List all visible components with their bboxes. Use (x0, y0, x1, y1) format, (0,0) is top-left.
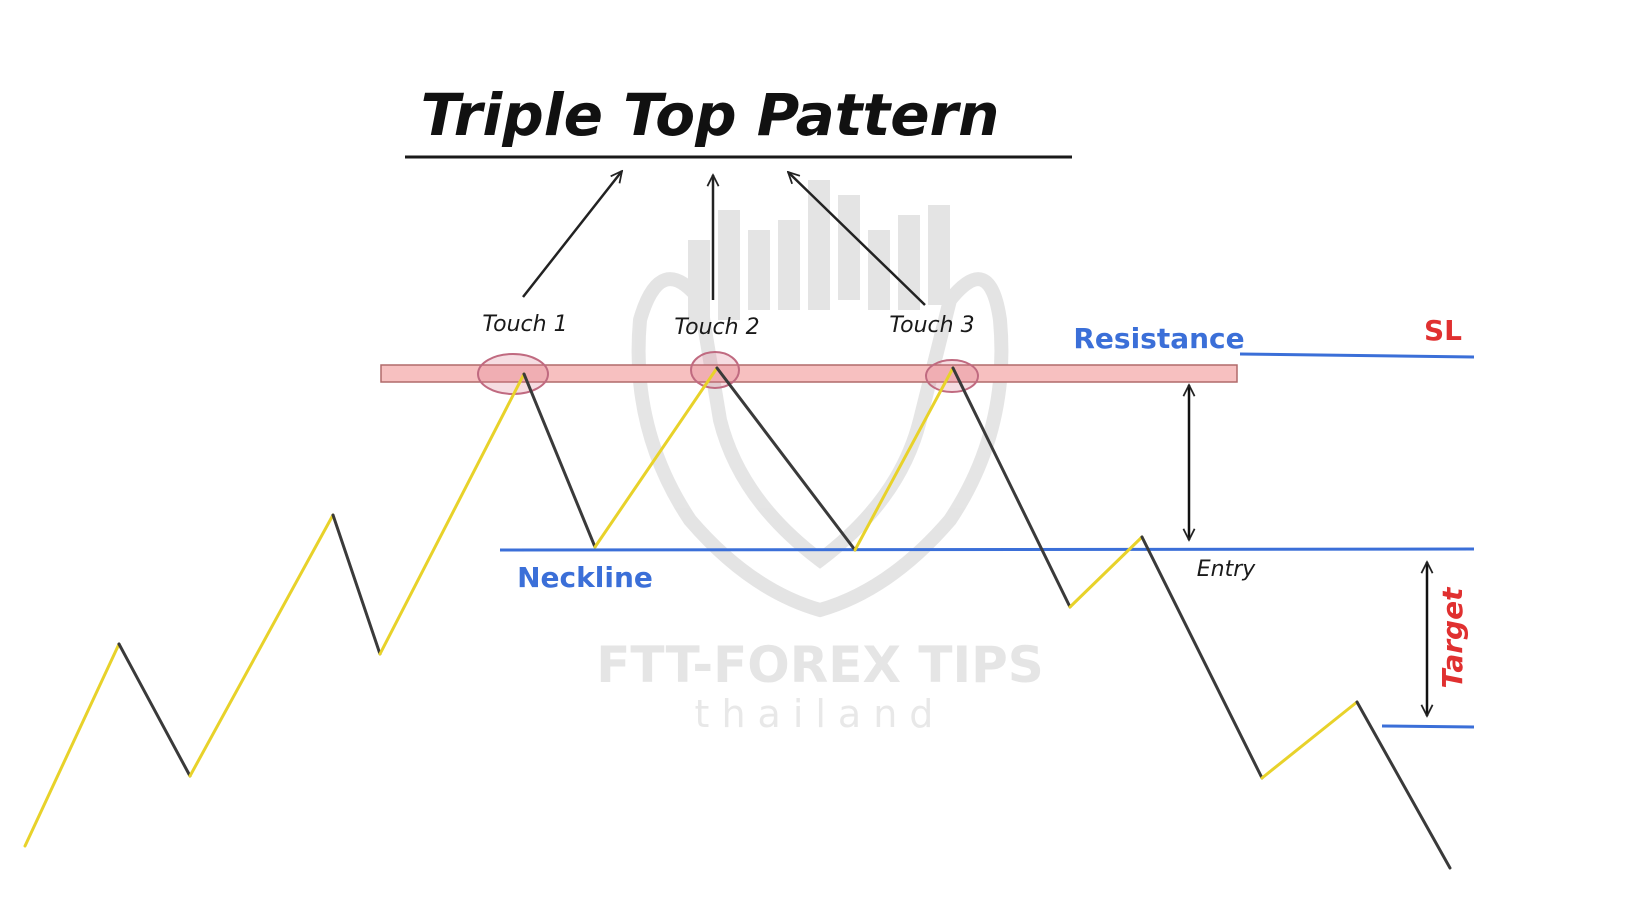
leg-up (1260, 700, 1359, 780)
sl-label: SL (1424, 314, 1462, 347)
touch-1-arrow (522, 171, 622, 298)
touch-2-label: Touch 2 (674, 315, 759, 340)
neckline-line (499, 547, 1475, 552)
touch-3-arrow (788, 172, 926, 306)
touch-3-circle (925, 359, 979, 393)
leg-down (522, 372, 597, 549)
touch-1-circle (477, 353, 549, 395)
leg-up (188, 513, 335, 778)
price-path (23, 366, 1452, 870)
leg-down (117, 642, 192, 778)
resistance-zone (380, 364, 1238, 383)
leg-down (1355, 700, 1452, 870)
diagram-title: Triple Top Pattern (421, 81, 1000, 149)
touch-1-label: Touch 1 (482, 312, 567, 337)
watermark: FTT-FOREX TIPS thailand (596, 180, 1044, 736)
resistance-label: Resistance (1073, 322, 1244, 355)
neckline-label: Neckline (517, 561, 653, 594)
touch-3-label: Touch 3 (889, 313, 974, 338)
leg-up (1068, 535, 1144, 609)
sl-line (1239, 352, 1475, 359)
leg-down (715, 366, 857, 552)
leg-up (593, 366, 719, 549)
target-line (1381, 724, 1475, 729)
watermark-brand: FTT-FOREX TIPS (596, 636, 1044, 694)
leg-down (331, 513, 382, 656)
watermark-logo-icon (631, 180, 1009, 618)
leg-up (23, 642, 121, 848)
watermark-sub: thailand (695, 692, 946, 736)
leg-up (853, 366, 955, 552)
leg-down (1140, 535, 1264, 780)
leg-down (951, 366, 1072, 609)
entry-label: Entry (1197, 557, 1257, 582)
leg-up (378, 372, 526, 656)
target-label: Target (1436, 586, 1469, 689)
